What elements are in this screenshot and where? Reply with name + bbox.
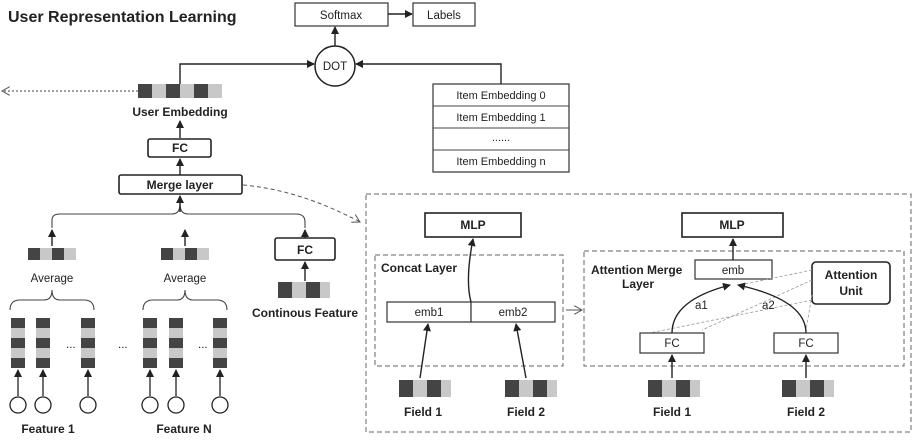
- feature-embedding-column: [167, 318, 185, 414]
- average-2-vector: [161, 248, 209, 260]
- feature-input-node: [141, 396, 159, 414]
- fc1-to-emb-arrow: [671, 282, 731, 334]
- attention-field1-vector: [648, 380, 700, 397]
- attention-field2-label: Field 2: [787, 405, 825, 419]
- concat-field2-vector: [505, 380, 557, 397]
- labels-label: Labels: [427, 10, 461, 22]
- concat-mlp-label: MLP: [460, 218, 485, 232]
- a1-label: a1: [695, 300, 708, 312]
- concat-to-mlp-arrow: [467, 238, 476, 303]
- fc2-to-emb-arrow: [737, 282, 807, 334]
- attention-unit-label-2: Unit: [839, 284, 862, 298]
- user-to-dot-arrow: [179, 60, 315, 84]
- feature-1-label: Feature 1: [21, 422, 75, 436]
- fc-continuous-node: FC: [274, 237, 336, 261]
- feature-columns: [9, 318, 229, 414]
- merge-layer-label: Merge layer: [147, 178, 214, 192]
- feature-input-node: [167, 396, 185, 414]
- a2-label: a2: [762, 300, 775, 312]
- concat-emb-row: emb1 emb2: [386, 301, 556, 323]
- ellipsis-2: ...: [118, 339, 128, 351]
- softmax-node: Softmax: [294, 2, 389, 27]
- concat-field1-vector: [399, 380, 451, 397]
- concat-emb1-label: emb1: [415, 307, 444, 319]
- field1-to-emb1-arrow: [419, 323, 431, 379]
- feature-n-label: Feature N: [156, 422, 211, 436]
- fc-node: FC: [147, 138, 212, 158]
- attention-emb-label: emb: [722, 265, 744, 277]
- feature-embedding-column: [211, 318, 229, 414]
- attention-fc2-node: FC: [773, 332, 839, 354]
- attention-mlp-node: MLP: [681, 212, 784, 238]
- concat-emb2-label: emb2: [499, 307, 528, 319]
- feature-embedding-column: [79, 318, 97, 414]
- concat-field1-label: Field 1: [404, 405, 442, 419]
- average-1-label: Average: [31, 273, 74, 285]
- continuous-feature-label: Continous Feature: [252, 306, 358, 320]
- field2-to-emb2-arrow: [513, 323, 527, 379]
- feature-input-node: [9, 396, 27, 414]
- attention-emb-node: emb: [694, 259, 773, 280]
- feature-embedding-column: [9, 318, 27, 414]
- concat-layer-panel: [374, 254, 564, 367]
- merge-layer-node: Merge layer: [118, 174, 243, 195]
- concat-mlp-node: MLP: [424, 212, 522, 238]
- attn-line-1: [739, 269, 813, 286]
- average-2-label: Average: [164, 273, 207, 285]
- user-embedding-label: User Embedding: [132, 105, 227, 119]
- fc-continuous-label: FC: [297, 243, 313, 257]
- item-embedding-n: Item Embedding n: [456, 156, 545, 168]
- item-embedding-1: Item Embedding 1: [456, 112, 545, 124]
- softmax-label: Softmax: [320, 10, 362, 22]
- feature-input-node: [79, 396, 97, 414]
- attention-unit-label-1: Attention: [825, 268, 878, 282]
- feature-input-node: [34, 396, 52, 414]
- item-embedding-stack: Item Embedding 0 Item Embedding 1 ......…: [432, 83, 570, 173]
- dot-label: DOT: [323, 61, 347, 73]
- attention-layer-label-2: Layer: [622, 277, 654, 291]
- concat-layer-label: Concat Layer: [381, 261, 457, 275]
- feature-embedding-column: [141, 318, 159, 414]
- merge-detail-panel: [365, 193, 912, 433]
- attn-line-3: [805, 294, 813, 331]
- labels-node: Labels: [412, 2, 476, 27]
- diagram-title: User Representation Learning: [8, 9, 237, 26]
- concat-field2-label: Field 2: [507, 405, 545, 419]
- attention-fc1-node: FC: [639, 332, 705, 354]
- feature-input-node: [211, 396, 229, 414]
- dot-node: DOT: [314, 45, 356, 87]
- attn-line-2: [701, 279, 813, 331]
- item-embedding-ellipsis: ......: [492, 132, 510, 144]
- average-2-brace: [142, 289, 228, 311]
- attention-mlp-label: MLP: [719, 218, 744, 232]
- item-embedding-0: Item Embedding 0: [456, 90, 545, 102]
- attention-fc2-label: FC: [798, 338, 813, 350]
- average-1-brace: [9, 289, 95, 311]
- user-embedding-vector: [138, 84, 222, 98]
- merge-layer-detail-arrow: [242, 184, 360, 222]
- average-1-vector: [28, 248, 76, 260]
- attention-fc1-label: FC: [664, 338, 679, 350]
- merge-brace: [51, 203, 306, 228]
- fc-label: FC: [172, 141, 188, 155]
- attention-unit-node: Attention Unit: [811, 261, 891, 305]
- continuous-feature-vector: [278, 282, 330, 298]
- items-to-dot-arrow: [355, 60, 502, 84]
- ellipsis-3: ...: [198, 339, 208, 351]
- ellipsis-1: ...: [66, 339, 76, 351]
- attention-field2-vector: [782, 380, 834, 397]
- attention-field1-label: Field 1: [653, 405, 691, 419]
- attention-layer-label-1: Attention Merge: [591, 263, 683, 277]
- feature-embedding-column: [34, 318, 52, 414]
- attention-merge-panel: [583, 250, 905, 367]
- attn-line-4: [639, 299, 813, 336]
